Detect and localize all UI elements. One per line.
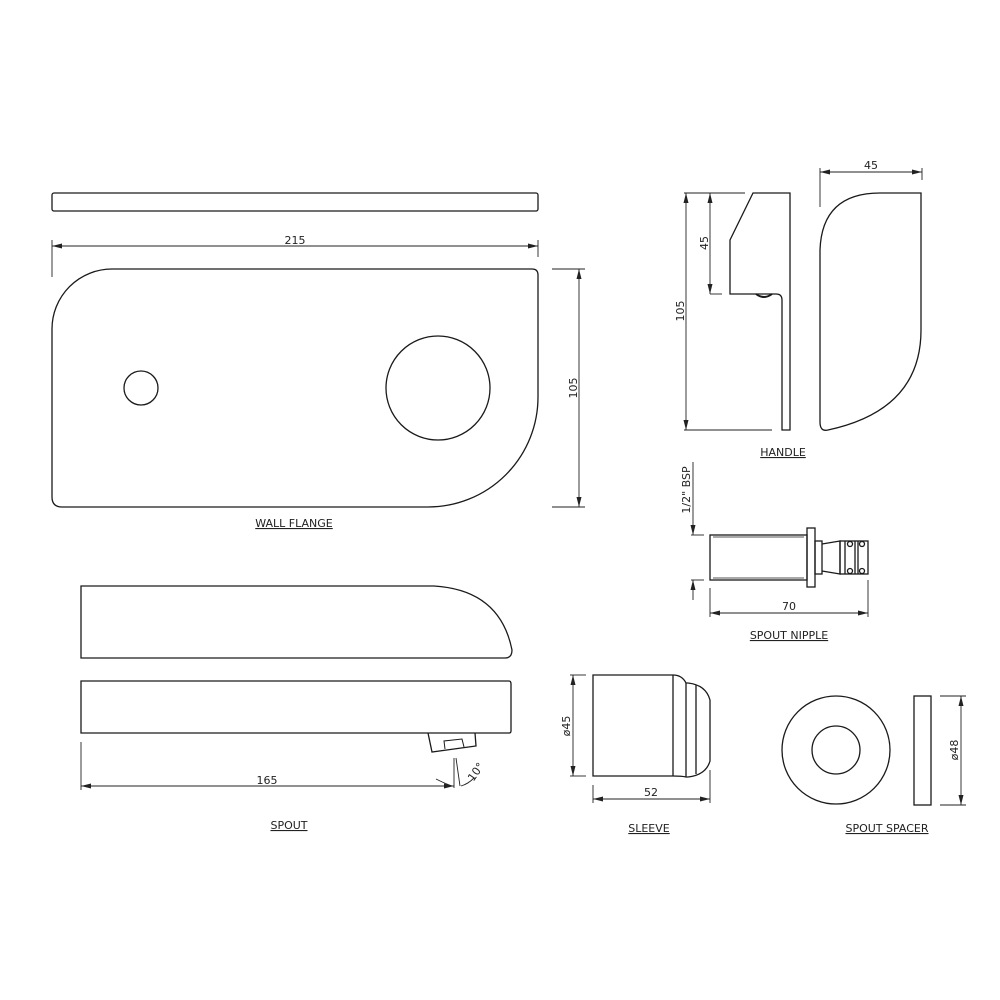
handle-height-value: 105 [674,301,687,322]
spout-label: SPOUT [270,819,307,832]
spout-length-dimension: 165 [80,742,454,790]
handle-label: HANDLE [760,446,806,459]
wall-flange-label: WALL FLANGE [255,517,333,530]
spout-nipple: 1/2" BSP 70 SPOUT NIPPLE [680,462,869,642]
spout-aerator [427,732,477,753]
spout-spacer-diameter-value: ø48 [948,740,961,761]
wall-flange-small-hole [123,370,159,406]
spout-nipple-thread [709,534,808,581]
spout-nipple-length-value: 70 [782,600,796,613]
spout-spacer-side-view [913,695,932,806]
spout-nipple-taper [821,540,841,575]
handle-pivot [755,293,773,298]
handle-lever-dimension: 45 [698,193,722,295]
spout-nipple-neck [814,540,823,575]
spout-spacer-outer [781,695,891,805]
spout: 165 10° SPOUT [80,585,513,832]
spout-nipple-collar [806,527,816,588]
spout-nipple-length-dimension: 70 [709,580,869,617]
wall-flange-height-dimension: 105 [552,268,585,508]
wall-flange-large-hole [385,335,491,441]
handle-depth-dimension: 45 [819,159,923,207]
spout-spacer: ø48 SPOUT SPACER [781,695,966,835]
spout-nipple-thread-value: 1/2" BSP [680,466,693,514]
sleeve-diameter-value: ø45 [560,716,573,737]
spout-top-view [80,585,513,659]
handle: 105 45 45 HANDLE [674,159,923,459]
spout-spacer-inner [811,725,861,775]
spout-angle-value: 10° [465,760,487,783]
sleeve: ø45 52 SLEEVE [560,674,711,835]
spout-nipple-thread-dimension: 1/2" BSP [680,462,704,600]
spout-angle-dimension: 10° [435,757,487,788]
handle-side-profile [729,192,791,431]
sleeve-length-value: 52 [644,786,658,799]
wall-flange-width-dimension: 215 [51,234,539,277]
spout-nipple-label: SPOUT NIPPLE [750,629,828,642]
wall-flange-width-value: 215 [285,234,306,247]
wall-flange-edge-view [51,192,539,212]
spout-nipple-tip [839,540,869,575]
handle-height-dimension: 105 [674,192,772,431]
handle-lever-value: 45 [698,236,711,250]
sleeve-label: SLEEVE [628,822,670,835]
wall-flange: 215 105 WALL FLANGE [51,192,585,530]
sleeve-diameter-dimension: ø45 [560,674,586,777]
wall-flange-plate [51,268,539,508]
spout-spacer-label: SPOUT SPACER [845,822,928,835]
wall-flange-height-value: 105 [567,378,580,399]
sleeve-body [592,674,711,778]
handle-depth-value: 45 [864,159,878,172]
spout-side-view [80,680,512,734]
sleeve-length-dimension: 52 [592,770,711,803]
spout-length-value: 165 [257,774,278,787]
handle-front-profile [819,192,922,431]
spout-spacer-diameter-dimension: ø48 [940,695,966,806]
